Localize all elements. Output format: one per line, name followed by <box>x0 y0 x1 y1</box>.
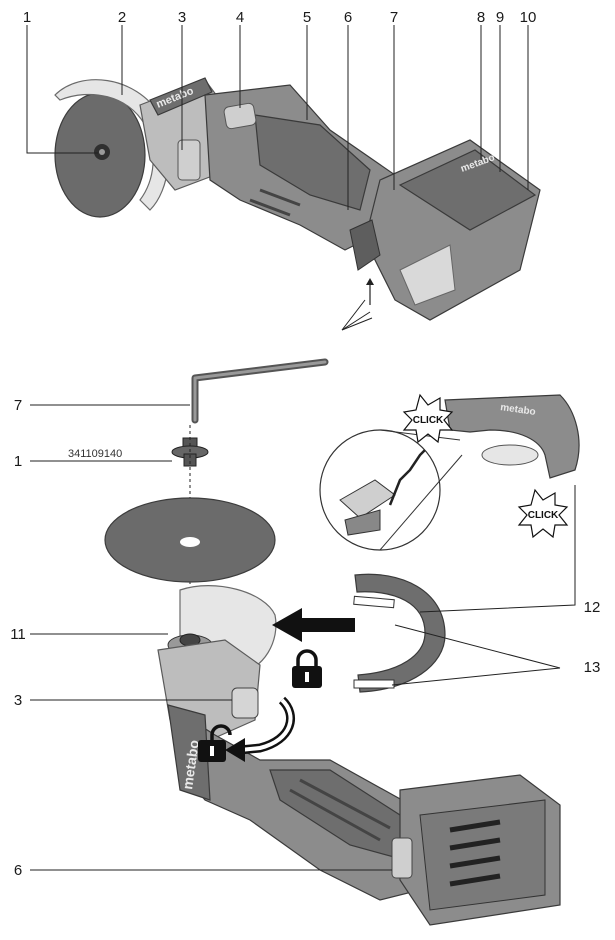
click-label-bottom: CLICK <box>528 510 559 521</box>
top-switch-slide <box>223 102 257 130</box>
rotate-arrow-icon <box>225 696 295 762</box>
lock-open-icon <box>198 724 232 762</box>
bottom-callout-1: 1 <box>14 453 22 470</box>
top-callout-6: 6 <box>344 9 352 26</box>
top-callout-9: 9 <box>496 9 504 26</box>
top-callout-2: 2 <box>118 9 126 26</box>
spindle-lock-button <box>231 687 259 719</box>
top-grinder-illustration: metabo metabo 1 2 3 4 5 6 7 <box>23 9 541 331</box>
bottom-callout-7: 7 <box>14 397 22 414</box>
bottom-callout-3: 3 <box>14 692 22 709</box>
lock-closed-icon <box>292 649 322 688</box>
top-callout-10: 10 <box>520 9 537 26</box>
insert-arrow-icon <box>272 608 355 642</box>
handle-brand-text: metabo <box>179 739 202 791</box>
click-burst-bottom: CLICK <box>517 488 569 539</box>
bottom-callout-13: 13 <box>584 659 601 676</box>
click-label-top: CLICK <box>413 415 444 426</box>
guard-brand-text: metabo <box>500 402 537 418</box>
guard-attachment <box>354 573 446 693</box>
top-callout-7: 7 <box>390 9 398 26</box>
top-callout-4: 4 <box>236 9 244 26</box>
top-wheel-guard <box>54 79 170 211</box>
click-burst-top: CLICK <box>402 393 454 444</box>
top-callout-3: 3 <box>178 9 186 26</box>
bottom-callout-6: 6 <box>14 862 22 879</box>
bottom-assembly-illustration: metabo <box>10 358 601 926</box>
inset-detail <box>319 429 463 551</box>
top-callout-5: 5 <box>303 9 311 26</box>
bottom-callout-12: 12 <box>584 599 601 616</box>
bottom-callout-11: 11 <box>10 626 26 643</box>
guard-detail <box>444 394 580 479</box>
part-number: 341109140 <box>68 448 122 460</box>
top-callout-1: 1 <box>23 9 31 26</box>
top-spindle-lock <box>177 139 201 181</box>
top-callout-8: 8 <box>477 9 485 26</box>
